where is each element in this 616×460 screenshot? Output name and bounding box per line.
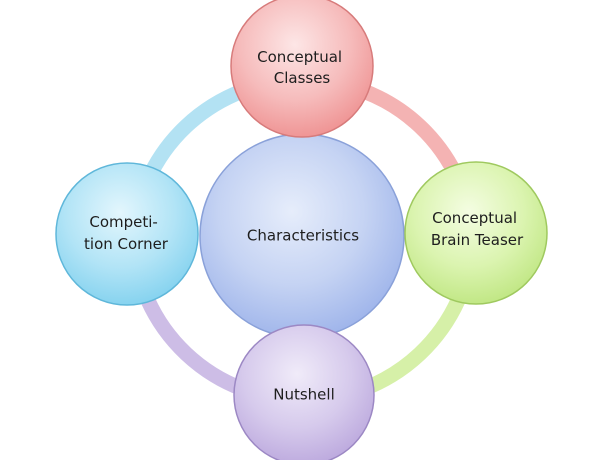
node-left-line-1: Competi- <box>89 213 157 231</box>
center-label: Characteristics <box>247 227 359 245</box>
node-label-bottom: Nutshell <box>273 386 335 404</box>
node-label-right: Conceptual Brain Teaser <box>431 209 524 249</box>
node-conceptual-classes: Conceptual Classes <box>230 0 374 138</box>
node-top-line-2: Classes <box>274 69 331 87</box>
center-node: Characteristics <box>199 133 405 339</box>
node-nutshell: Nutshell <box>233 324 375 460</box>
node-right-line-2: Brain Teaser <box>431 231 524 249</box>
node-conceptual-brain-teaser: Conceptual Brain Teaser <box>404 161 548 305</box>
node-competition-corner: Competi- tion Corner <box>55 162 199 306</box>
node-circle-right <box>404 161 548 305</box>
node-label-left: Competi- tion Corner <box>84 213 169 253</box>
node-right-line-1: Conceptual <box>432 209 517 227</box>
node-label-top: Conceptual Classes <box>257 48 347 87</box>
node-left-line-2: tion Corner <box>84 235 169 253</box>
node-circle-left <box>55 162 199 306</box>
node-circle-bottom <box>233 324 375 460</box>
node-circle-top <box>230 0 374 138</box>
node-top-line-1: Conceptual <box>257 48 342 66</box>
